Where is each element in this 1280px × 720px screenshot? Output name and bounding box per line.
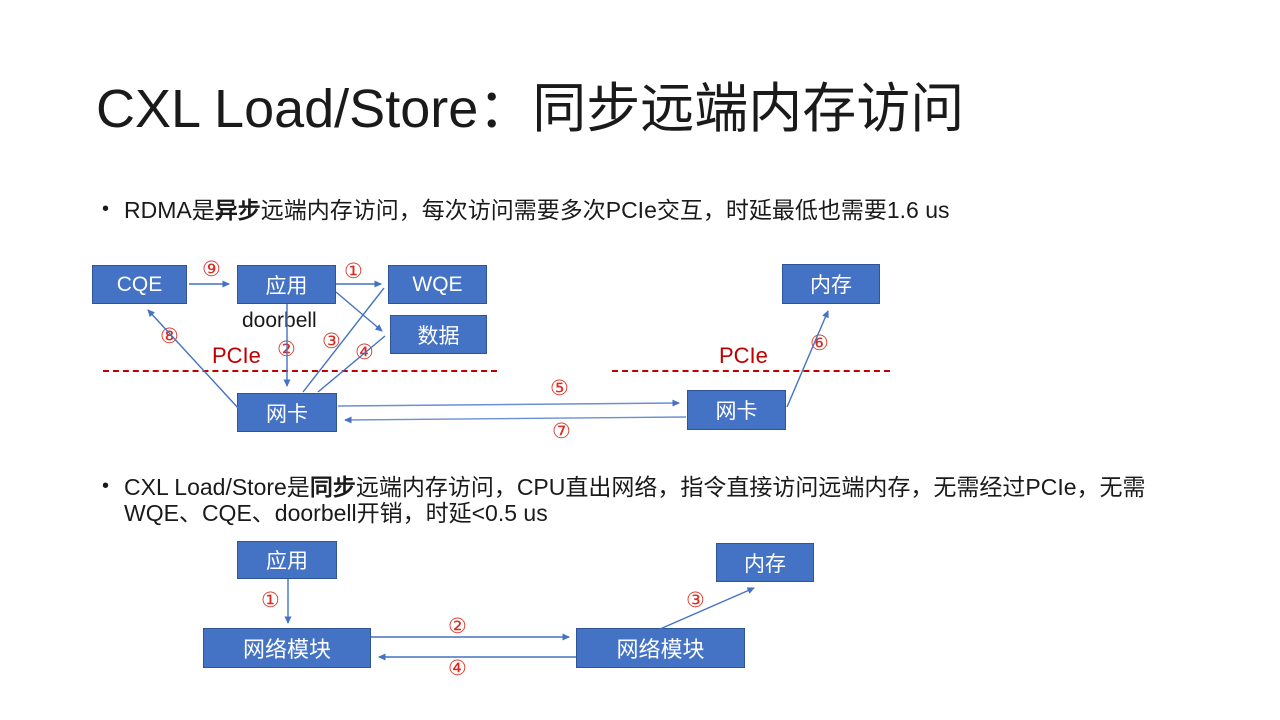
bullet-cxl-bold: 同步 (309, 474, 356, 500)
slide-title: CXL Load/Store：同步远端内存访问 (96, 79, 965, 139)
bullet-dot: • (102, 475, 110, 497)
rdma-box-wqe: WQE (388, 265, 487, 304)
bullet-cxl-pre: CXL Load/Store是 (124, 474, 310, 500)
pcie-boundary-left-dashed-line (103, 370, 497, 372)
rdma-box-nic-left: 网卡 (237, 393, 337, 432)
arrow-nic-to-nic-step5 (337, 399, 680, 407)
bullet-cxl-post: 远端内存访问，CPU直出网络，指令直接访问远端内存，无需经过PCIe，无需WQE… (124, 474, 1146, 526)
bullet-dot: • (102, 198, 110, 220)
rdma-step-4: ④ (355, 341, 374, 364)
cxl-step-2: ② (448, 615, 467, 638)
rdma-step-2: ② (277, 338, 296, 361)
pcie-label-left: PCIe (212, 343, 261, 368)
doorbell-label: doorbell (242, 309, 317, 332)
arrow-net-to-memory-step3 (659, 587, 755, 630)
rdma-step-1: ① (344, 260, 363, 283)
arrow-nic-to-nic-step7 (344, 416, 687, 424)
bullet-rdma-bold: 异步 (214, 197, 261, 223)
rdma-box-nic-right: 网卡 (687, 390, 786, 430)
rdma-step-7: ⑦ (552, 420, 571, 443)
rdma-box-data: 数据 (390, 315, 487, 354)
bullet-cxl-text: CXL Load/Store是同步远端内存访问，CPU直出网络，指令直接访问远端… (124, 474, 1168, 526)
arrow-nic-to-memory-step6 (786, 310, 829, 408)
cxl-step-4: ④ (448, 657, 467, 680)
cxl-box-net-left: 网络模块 (203, 628, 371, 668)
rdma-step-8: ⑧ (160, 325, 179, 348)
rdma-step-5: ⑤ (550, 377, 569, 400)
cxl-box-app: 应用 (237, 541, 337, 579)
pcie-label-right: PCIe (719, 343, 768, 368)
rdma-step-9: ⑨ (202, 258, 221, 281)
bullet-cxl: • CXL Load/Store是同步远端内存访问，CPU直出网络，指令直接访问… (100, 474, 1168, 526)
rdma-box-cqe: CQE (92, 265, 187, 304)
cxl-step-3: ③ (686, 589, 705, 612)
bullet-rdma-text: RDMA是异步远端内存访问，每次访问需要多次PCIe交互，时延最低也需要1.6 … (124, 197, 1200, 223)
rdma-box-memory: 内存 (782, 264, 880, 304)
cxl-box-memory: 内存 (716, 543, 814, 582)
bullet-rdma-pre: RDMA是 (124, 197, 215, 223)
rdma-box-app: 应用 (237, 265, 336, 304)
cxl-step-1: ① (261, 589, 280, 612)
rdma-step-6: ⑥ (810, 332, 829, 355)
cxl-box-net-right: 网络模块 (576, 628, 745, 668)
bullet-rdma: • RDMA是异步远端内存访问，每次访问需要多次PCIe交互，时延最低也需要1.… (100, 197, 1200, 223)
bullet-rdma-post: 远端内存访问，每次访问需要多次PCIe交互，时延最低也需要1.6 us (260, 197, 950, 223)
rdma-step-3: ③ (322, 330, 341, 353)
pcie-boundary-right-dashed-line (612, 370, 890, 372)
arrow-app-to-data (335, 291, 383, 332)
